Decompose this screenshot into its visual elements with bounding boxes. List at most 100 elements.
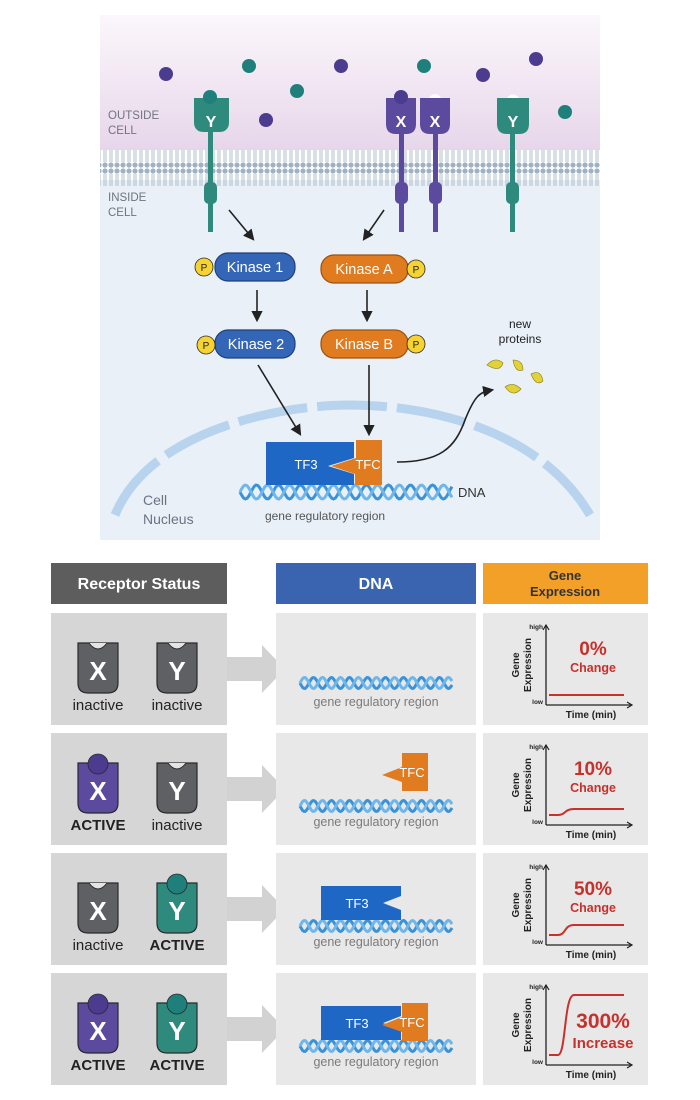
high-tick: high	[529, 864, 543, 871]
header-receptor-bg	[51, 563, 227, 604]
receptor-letter: Y	[168, 776, 185, 806]
receptor-x2-label: X	[430, 114, 441, 131]
receptor-y-unbound: Y	[497, 94, 529, 232]
change-word: Change	[570, 661, 616, 675]
receptor-cell	[51, 733, 227, 845]
dna-cell	[276, 973, 476, 1085]
tfc-label: TFC	[355, 457, 380, 472]
receptor-state: ACTIVE	[70, 1057, 125, 1074]
tf3-label: TF3	[345, 1016, 368, 1031]
kinase-b: P Kinase B	[320, 329, 426, 359]
receptor-state: ACTIVE	[149, 1057, 204, 1074]
low-tick: low	[532, 819, 544, 826]
kinase-1: P Kinase 1	[194, 252, 296, 282]
change-word: Change	[570, 901, 616, 915]
header-gene-bg	[483, 563, 648, 604]
gene-cell	[483, 973, 648, 1085]
svg-text:P: P	[413, 340, 420, 351]
x-axis-label: Time (min)	[566, 830, 616, 841]
percent-change: 50%	[574, 879, 612, 900]
svg-text:Expression: Expression	[523, 638, 534, 692]
tf3-label: TF3	[294, 457, 317, 472]
tf3-label: TF3	[345, 896, 368, 911]
nucleus-label-2: Nucleus	[143, 511, 194, 527]
receptor-cell	[51, 853, 227, 965]
flow-arrow	[227, 765, 285, 813]
inside-label-2: CELL	[108, 207, 137, 219]
dna-row-helix	[298, 918, 454, 934]
receptor-state: ACTIVE	[70, 817, 125, 834]
header-dna: DNA	[359, 576, 394, 593]
receptor-letter: Y	[168, 1016, 185, 1046]
tfc-label: TFC	[399, 1015, 424, 1030]
dna-row-helix	[298, 798, 454, 814]
ligand-molecules	[159, 52, 572, 127]
receptor-x1-label: X	[396, 114, 407, 131]
kinase-a: P Kinase A	[320, 254, 426, 284]
gene-regulatory-label: gene regulatory region	[265, 509, 385, 523]
receptor-letter: X	[89, 896, 107, 926]
outside-label-1: OUTSIDE	[108, 110, 159, 122]
new-proteins-label-1: new	[509, 317, 531, 331]
regulatory-label: gene regulatory region	[313, 935, 438, 949]
new-proteins-label-2: proteins	[499, 332, 542, 346]
high-tick: high	[529, 624, 543, 631]
kinase-a-label: Kinase A	[335, 262, 393, 278]
receptor-letter: X	[89, 776, 107, 806]
change-word: Change	[570, 781, 616, 795]
svg-text:Gene: Gene	[511, 772, 522, 797]
kinase-b-label: Kinase B	[335, 337, 393, 353]
nucleus-envelope	[110, 400, 594, 518]
high-tick: high	[529, 744, 543, 751]
receptor-state: inactive	[152, 697, 203, 714]
flow-arrow	[227, 645, 285, 693]
dna-label: DNA	[458, 485, 486, 500]
phospho-label: P	[201, 263, 208, 274]
new-proteins-icon	[486, 359, 544, 394]
dna-helix-strands	[238, 483, 454, 501]
percent-change: 0%	[579, 639, 607, 660]
receptor-x-active: X ACTIVE	[70, 993, 126, 1074]
low-tick: low	[532, 939, 544, 946]
ligand-icon	[87, 753, 109, 775]
kinase-2-label: Kinase 2	[228, 337, 284, 353]
receptor-y-label: Y	[206, 114, 217, 131]
svg-text:Gene: Gene	[511, 652, 522, 677]
dna-row-helix	[298, 675, 454, 691]
tfc-label: TFC	[399, 765, 424, 780]
receptor-letter: Y	[168, 656, 185, 686]
receptor-letter: X	[89, 1016, 107, 1046]
expression-curve	[549, 994, 624, 1056]
receptor-letter: X	[89, 656, 107, 686]
svg-text:P: P	[203, 341, 210, 352]
expression-curve	[549, 924, 624, 936]
inside-label-1: INSIDE	[108, 192, 147, 204]
expression-curve	[549, 808, 624, 816]
signal-arrows	[228, 209, 495, 463]
change-word: Increase	[573, 1035, 634, 1052]
tfc-shape	[382, 1003, 428, 1041]
percent-change: 300%	[576, 1010, 630, 1033]
gene-cell	[483, 853, 648, 965]
receptor-state: ACTIVE	[149, 937, 204, 954]
gene-cell	[483, 733, 648, 845]
header-gene-2: Expression	[530, 584, 600, 599]
ligand-icon	[87, 993, 109, 1015]
svg-text:Expression: Expression	[523, 878, 534, 932]
regulatory-label: gene regulatory region	[313, 1055, 438, 1069]
svg-text:Gene: Gene	[511, 892, 522, 917]
outside-label-2: CELL	[108, 125, 137, 137]
tf3-shape	[321, 1006, 401, 1040]
flow-arrow	[227, 1005, 285, 1053]
receptor-state: inactive	[152, 817, 203, 834]
nucleus-label-1: Cell	[143, 492, 167, 508]
low-tick: low	[532, 699, 544, 706]
svg-text:Expression: Expression	[523, 998, 534, 1052]
